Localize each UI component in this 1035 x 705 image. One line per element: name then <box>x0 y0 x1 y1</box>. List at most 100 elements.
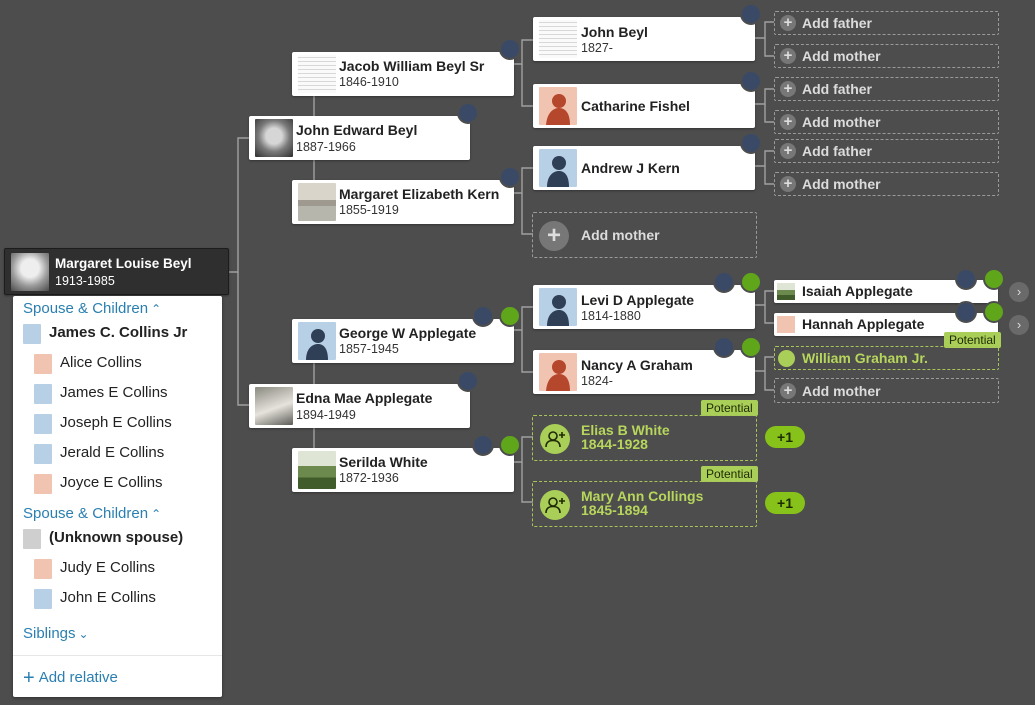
person-name: Elias B White <box>581 422 670 438</box>
person-card-pat-grandmother[interactable]: Margaret Elizabeth Kern 1855-1919 <box>292 166 521 224</box>
potential-tag: Potential <box>701 466 758 482</box>
person-dates: 1844-1928 <box>581 436 648 452</box>
family-group-icon[interactable] <box>713 271 735 293</box>
more-potential-badge[interactable]: +1 <box>765 492 805 514</box>
add-person-icon <box>540 424 570 454</box>
family-group-icon[interactable] <box>457 102 479 124</box>
add-mother-box[interactable]: + Add mother <box>774 44 999 68</box>
child-name: Joyce E Collins <box>60 474 163 491</box>
family-group-icon[interactable] <box>740 70 762 92</box>
person-dates: 1894-1949 <box>296 408 356 422</box>
person-name: William Graham Jr. <box>802 350 928 366</box>
hint-leaf-icon[interactable] <box>499 305 521 327</box>
focus-person-name: Margaret Louise Beyl <box>55 256 192 271</box>
person-name: Jacob William Beyl Sr <box>339 58 485 74</box>
male-silhouette-icon <box>23 324 41 344</box>
add-father-label: Add father <box>802 15 872 31</box>
person-name: Isaiah Applegate <box>802 283 913 299</box>
person-dates: 1887-1966 <box>296 140 356 154</box>
section-title: Siblings <box>23 625 76 642</box>
section-title: Spouse & Children <box>23 505 149 522</box>
spouse-children-toggle[interactable]: Spouse & Children⌃ <box>23 505 161 522</box>
person-card-mat-grandmother[interactable]: Serilda White 1872-1936 <box>292 434 521 492</box>
person-card-gg6[interactable]: Nancy A Graham 1824- <box>533 336 762 394</box>
plus-icon: + <box>539 221 569 251</box>
person-card-pat-grandfather[interactable]: Jacob William Beyl Sr 1846-1910 <box>292 38 521 96</box>
chevron-right-icon[interactable]: › <box>1009 315 1029 335</box>
more-potential-badge[interactable]: +1 <box>765 426 805 448</box>
plus-icon: + <box>780 143 796 159</box>
chevron-up-icon: ⌃ <box>151 302 162 316</box>
person-photo <box>298 183 336 221</box>
child-name: Alice Collins <box>60 354 142 371</box>
person-card-gg1[interactable]: John Beyl 1827- <box>533 3 762 61</box>
add-mother-label: Add mother <box>581 227 660 243</box>
person-photo <box>255 119 293 157</box>
person-dates: 1857-1945 <box>339 342 399 356</box>
add-mother-box[interactable]: + Add mother <box>774 172 999 196</box>
person-name: Serilda White <box>339 454 428 470</box>
family-group-icon[interactable] <box>740 3 762 25</box>
female-silhouette-icon <box>34 559 52 579</box>
add-mother-box-gg4[interactable]: + Add mother <box>532 212 757 258</box>
add-mother-box[interactable]: + Add mother <box>774 110 999 134</box>
plus-icon: + <box>23 667 35 689</box>
chevron-right-icon[interactable]: › <box>1009 282 1029 302</box>
potential-person-mary[interactable]: Mary Ann Collings 1845-1894 <box>532 481 757 527</box>
child-name: Joseph E Collins <box>60 414 172 431</box>
potential-person-william[interactable]: William Graham Jr. <box>774 346 999 370</box>
person-photo <box>255 387 293 425</box>
siblings-toggle[interactable]: Siblings⌄ <box>23 625 89 642</box>
person-card-gg2[interactable]: Catharine Fishel <box>533 70 762 128</box>
person-photo <box>298 451 336 489</box>
person-card-gg5[interactable]: Levi D Applegate 1814-1880 <box>533 271 762 329</box>
child-name: Judy E Collins <box>60 559 156 576</box>
person-dates: 1814-1880 <box>581 309 641 323</box>
person-card-father[interactable]: John Edward Beyl 1887-1966 <box>249 102 479 160</box>
focus-person-card[interactable]: Margaret Louise Beyl 1913-1985 <box>4 248 229 295</box>
hint-leaf-icon[interactable] <box>499 434 521 456</box>
male-silhouette-icon <box>34 589 52 609</box>
female-silhouette-icon <box>539 87 577 125</box>
add-mother-label: Add mother <box>802 114 881 130</box>
add-father-box[interactable]: + Add father <box>774 77 999 101</box>
add-relative-button[interactable]: +Add relative <box>23 667 118 690</box>
family-group-icon[interactable] <box>472 305 494 327</box>
family-group-icon[interactable] <box>499 166 521 188</box>
plus-icon: + <box>780 81 796 97</box>
family-group-icon[interactable] <box>457 370 479 392</box>
person-name: John Beyl <box>581 24 648 40</box>
family-group-icon[interactable] <box>499 38 521 60</box>
focus-person-photo <box>11 252 49 291</box>
spouse-children-toggle[interactable]: Spouse & Children⌃ <box>23 300 161 317</box>
potential-person-elias[interactable]: Elias B White 1844-1928 <box>532 415 757 461</box>
female-silhouette-icon <box>34 354 52 374</box>
plus-icon: + <box>780 383 796 399</box>
male-silhouette-icon <box>298 322 336 360</box>
hint-leaf-icon[interactable] <box>740 336 762 358</box>
family-group-icon[interactable] <box>472 434 494 456</box>
add-father-box[interactable]: + Add father <box>774 139 999 163</box>
person-name: Levi D Applegate <box>581 292 695 308</box>
add-mother-box[interactable]: + Add mother <box>774 378 999 403</box>
male-silhouette-icon <box>539 149 577 187</box>
person-photo <box>777 283 795 300</box>
add-father-box[interactable]: + Add father <box>774 11 999 35</box>
person-card-mother[interactable]: Edna Mae Applegate 1894-1949 <box>249 370 479 428</box>
focus-person-dates: 1913-1985 <box>55 274 115 288</box>
male-silhouette-icon <box>34 414 52 434</box>
family-group-icon[interactable] <box>955 301 977 323</box>
family-group-icon[interactable] <box>740 132 762 154</box>
hint-leaf-icon[interactable] <box>983 268 1005 290</box>
person-card-mat-grandfather[interactable]: George W Applegate 1857-1945 <box>292 305 521 363</box>
family-group-icon[interactable] <box>713 336 735 358</box>
family-group-icon[interactable] <box>955 268 977 290</box>
person-card-hannah[interactable]: Hannah Applegate <box>774 301 1005 336</box>
male-silhouette-icon <box>34 444 52 464</box>
person-card-gg3[interactable]: Andrew J Kern <box>533 132 762 190</box>
hint-leaf-icon[interactable] <box>740 271 762 293</box>
hint-leaf-icon[interactable] <box>983 301 1005 323</box>
section-title: Spouse & Children <box>23 300 149 317</box>
person-card-isaiah[interactable]: Isaiah Applegate <box>774 268 1005 303</box>
person-photo <box>539 20 577 58</box>
